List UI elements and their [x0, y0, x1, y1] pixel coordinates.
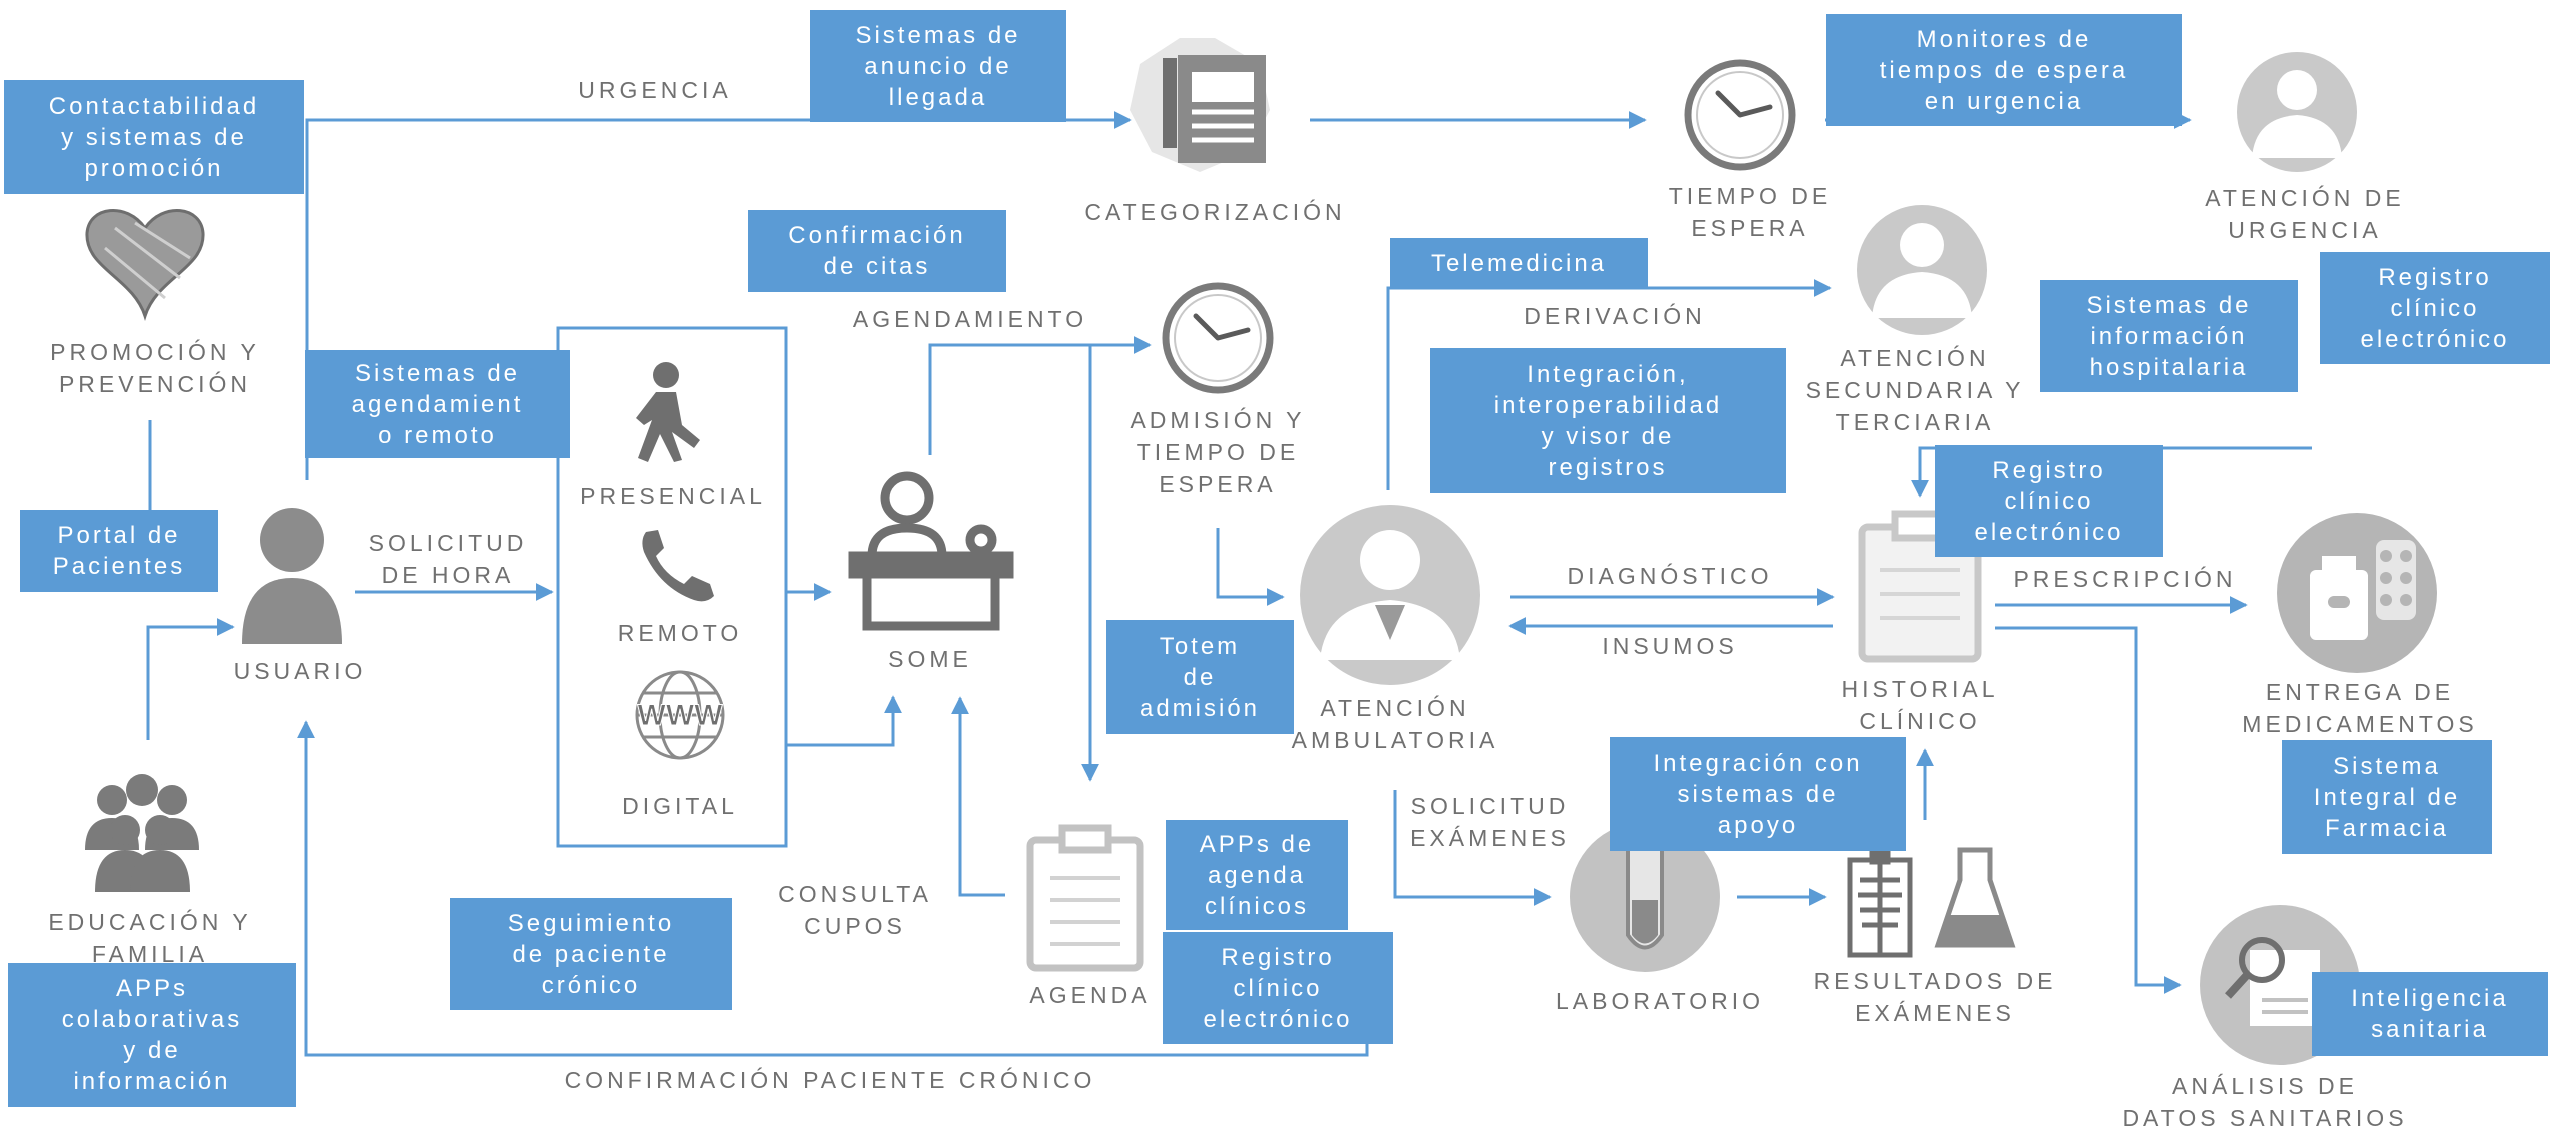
system-box-registro-agenda: Registro clínico electrónico	[1163, 932, 1393, 1044]
edge-label-solicitud-hora: SOLICITUD DE HORA	[368, 530, 528, 588]
node-label-atencion-urgencia: ATENCIÓN DE URGENCIA	[2205, 185, 2405, 243]
clipboard-icon	[1858, 510, 1982, 663]
edge-label-prescripcion: PRESCRIPCIÓN	[2013, 566, 2237, 592]
system-box-registro-historial: Registro clínico electrónico	[1935, 445, 2163, 557]
connector-consulta-cupos	[951, 696, 1005, 897]
system-box-apps-agenda: APPs de agenda clínicos	[1166, 820, 1348, 930]
system-box-integracion: Integración, interoperabilidad y visor d…	[1430, 348, 1786, 493]
walking-person-icon	[636, 362, 700, 462]
edge-label-insumos: INSUMOS	[1602, 633, 1738, 659]
connector-secundaria-historial	[1911, 446, 2312, 498]
system-box-agendamiento-remoto: Sistemas de agendamient o remoto	[305, 350, 570, 458]
system-box-integracion-apoyo: Integración con sistemas de apoyo	[1610, 737, 1906, 851]
clipboard-icon	[1026, 824, 1144, 972]
system-box-sist-farmacia: Sistema Integral de Farmacia	[2282, 740, 2492, 854]
system-box-registro-urgencia: Registro clínico electrónico	[2320, 252, 2550, 364]
system-box-sist-hospitalaria: Sistemas de información hospitalaria	[2040, 280, 2298, 392]
connector-educacion-usuario	[146, 618, 235, 740]
node-label-categorizacion: CATEGORIZACIÓN	[1084, 199, 1346, 225]
doctor-icon	[2237, 52, 2357, 172]
connector-admision-ambulatoria	[1216, 528, 1285, 606]
clock-icon	[1684, 59, 1796, 171]
phone-icon	[642, 530, 714, 602]
node-label-tiempo-espera: TIEMPO DE ESPERA	[1668, 183, 1832, 241]
system-box-telemedicina: Telemedicina	[1390, 238, 1648, 288]
connector-solicitud-examenes	[1393, 790, 1552, 906]
node-label-usuario: USUARIO	[233, 658, 367, 684]
test-tube-icon	[1570, 822, 1720, 972]
node-label-atencion-secundaria: ATENCIÓN SECUNDARIA Y TERCIARIA	[1805, 345, 2025, 435]
connector-analisis	[1995, 626, 2182, 994]
system-box-inteligencia: Inteligencia sanitaria	[2312, 972, 2548, 1056]
flask-icon	[1934, 847, 2016, 948]
connector-agendamiento	[928, 336, 1152, 455]
node-label-agenda: AGENDA	[1029, 982, 1151, 1008]
edge-label-confirmacion-cronico: CONFIRMACIÓN PACIENTE CRÓNICO	[564, 1067, 1096, 1093]
medicine-icon	[2277, 513, 2437, 673]
node-label-resultados: RESULTADOS DE EXÁMENES	[1813, 968, 2057, 1026]
system-box-apps-colaborativas: APPs colaborativas y de información	[8, 963, 296, 1107]
edge-label-solicitud-examenes: SOLICITUD EXÁMENES	[1410, 793, 1570, 851]
system-box-contactabilidad: Contactabilidad y sistemas de promoción	[4, 80, 304, 194]
channels-frame	[556, 326, 788, 848]
edge-label-derivacion: DERIVACIÓN	[1524, 303, 1706, 329]
node-label-analisis: ANÁLISIS DE DATOS SANITARIOS	[2122, 1073, 2408, 1131]
globe-www-icon: WWW	[635, 670, 725, 760]
node-label-digital: DIGITAL	[622, 793, 738, 819]
node-label-educacion: EDUCACIÓN Y FAMILIA	[48, 909, 252, 967]
family-group-icon	[85, 774, 199, 892]
node-label-laboratorio: LABORATORIO	[1555, 988, 1765, 1014]
doctor-icon	[1300, 505, 1480, 685]
node-label-remoto: REMOTO	[617, 620, 743, 646]
xray-icon	[1847, 845, 1913, 958]
node-label-promocion: PROMOCIÓN Y PREVENCIÓN	[50, 339, 260, 397]
system-box-totem: Totem de admisión	[1106, 620, 1294, 734]
clock-icon	[1162, 282, 1274, 394]
heart-icon	[85, 209, 205, 321]
reception-desk-icon	[848, 471, 1014, 631]
system-box-seguimiento: Seguimiento de paciente crónico	[450, 898, 732, 1010]
connector-digital-some	[786, 695, 902, 747]
edge-label-diagnostico: DIAGNÓSTICO	[1567, 563, 1773, 589]
node-label-some: SOME	[888, 646, 972, 672]
node-label-historial: HISTORIAL CLÍNICO	[1841, 676, 1999, 734]
node-label-admision: ADMISIÓN Y TIEMPO DE ESPERA	[1130, 407, 1306, 497]
doctor-icon	[1857, 205, 1987, 335]
node-label-entrega: ENTREGA DE MEDICAMENTOS	[2242, 679, 2478, 737]
edge-label-consulta-cupos: CONSULTA CUPOS	[778, 881, 932, 939]
system-box-confirmacion-citas: Confirmación de citas	[748, 210, 1006, 292]
connector-derivacion	[1386, 279, 1832, 490]
edge-label-agendamiento: AGENDAMIENTO	[852, 306, 1088, 332]
edge-label-urgencia: URGENCIA	[578, 77, 732, 103]
document-icon	[1130, 38, 1270, 172]
node-label-presencial: PRESENCIAL	[580, 483, 766, 509]
node-label-atencion-ambulatoria: ATENCIÓN AMBULATORIA	[1291, 695, 1499, 753]
person-icon	[242, 508, 342, 644]
svg-text:WWW: WWW	[638, 699, 724, 732]
system-box-anuncio-llegada: Sistemas de anuncio de llegada	[810, 10, 1066, 122]
system-box-portal: Portal de Pacientes	[20, 510, 218, 592]
system-box-monitores: Monitores de tiempos de espera en urgenc…	[1826, 14, 2182, 126]
